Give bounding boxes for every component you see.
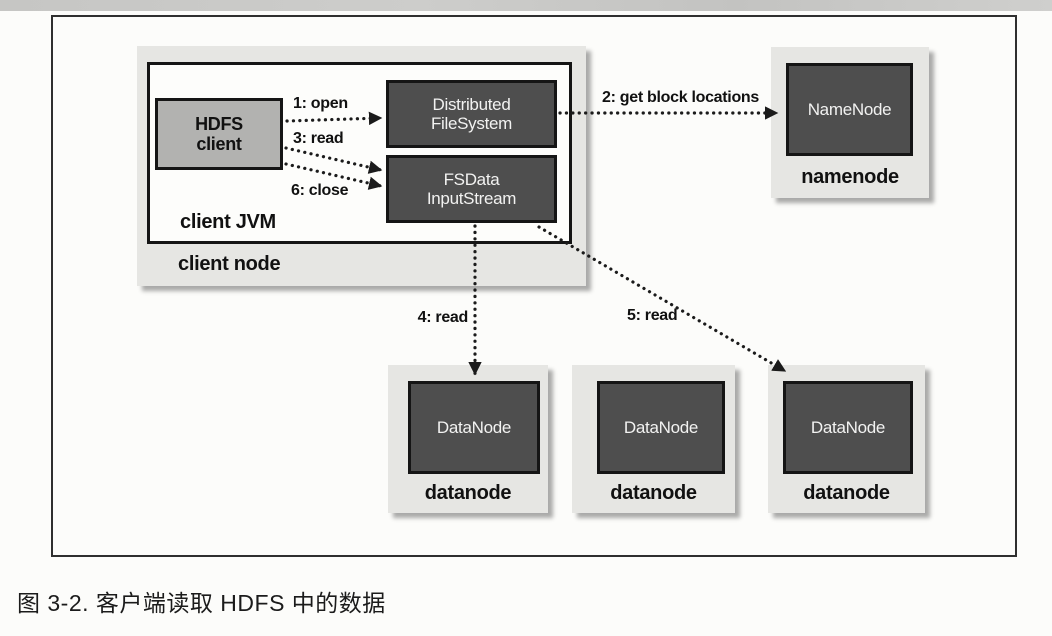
distributed-filesystem-label-line1: Distributed — [432, 94, 511, 114]
fsdata-inputstream-label-line2: InputStream — [426, 189, 517, 208]
datanode-3-box: DataNode — [783, 381, 913, 474]
figure-caption: 图 3-2. 客户端读取 HDFS 中的数据 — [17, 590, 386, 616]
namenode-box: NameNode — [786, 63, 913, 156]
datanode-1-box: DataNode — [408, 381, 540, 474]
arrow-4-read-label: 4: read — [417, 309, 469, 326]
namenode-box-label: NameNode — [807, 99, 892, 119]
arrow-3-read-label: 3: read — [293, 130, 344, 147]
datanode-2-box-label: DataNode — [623, 417, 699, 437]
fsdata-inputstream-label-line1: FSData — [443, 169, 500, 189]
arrow-5-read-label: 5: read — [627, 307, 678, 324]
arrow-6-close-label: 6: close — [291, 182, 349, 199]
figure-border — [51, 15, 1017, 557]
datanode-1-label: datanode — [424, 482, 512, 504]
datanode-3-box-label: DataNode — [810, 417, 886, 437]
namenode-label: namenode — [801, 166, 899, 188]
hdfs-client-label-line2: client — [196, 134, 242, 154]
datanode-1-box-label: DataNode — [436, 417, 512, 437]
page-top-scan-band — [0, 0, 1052, 11]
fsdata-inputstream-box: FSData InputStream — [386, 155, 557, 223]
distributed-filesystem-label-line2: FileSystem — [430, 114, 513, 133]
hdfs-client-label-line1: HDFS — [195, 113, 243, 134]
datanode-2-box: DataNode — [597, 381, 725, 474]
datanode-2-label: datanode — [610, 482, 697, 504]
arrow-2-get-block-locations-label: 2: get block locations — [602, 89, 759, 106]
arrow-1-open-label: 1: open — [293, 95, 348, 112]
distributed-filesystem-box: Distributed FileSystem — [386, 80, 557, 148]
client-node-label: client node — [178, 253, 281, 275]
datanode-3-label: datanode — [803, 482, 890, 504]
client-jvm-label: client JVM — [180, 211, 276, 233]
hdfs-client-box: HDFS client — [155, 98, 283, 170]
